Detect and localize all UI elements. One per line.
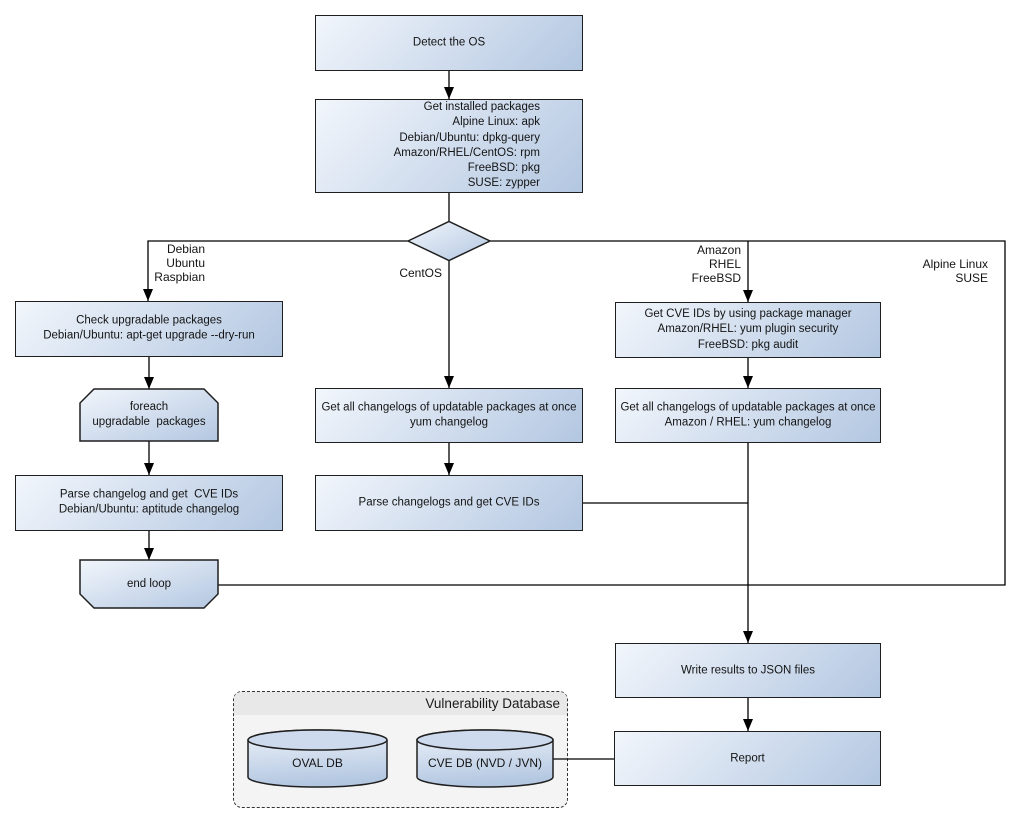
node-get-changelogs-centos-label: Get all changelogs of updatable packages… — [321, 401, 577, 429]
node-write-json-label: Write results to JSON files — [681, 663, 815, 676]
node-get-changelogs-centos: Get all changelogs of updatable packages… — [315, 388, 583, 443]
node-parse-changelog-debian-label: Parse changelog and get CVE IDs Debian/U… — [58, 488, 240, 516]
node-get-installed-packages-label: Get installed packages Alpine Linux: apk… — [393, 101, 540, 190]
node-get-installed-packages: Get installed packages Alpine Linux: apk… — [315, 99, 583, 193]
node-get-cve-ids-pkg-mgr: Get CVE IDs by using package manager Ama… — [615, 302, 881, 358]
branch-label-amazon: Amazon RHEL FreeBSD — [691, 243, 741, 285]
node-check-upgradable: Check upgradable packages Debian/Ubuntu:… — [15, 301, 283, 357]
node-get-cve-ids-pkg-mgr-label: Get CVE IDs by using package manager Ama… — [644, 308, 852, 351]
node-detect-os: Detect the OS — [315, 15, 583, 71]
os-decision-diamond — [406, 220, 492, 262]
cve-db-label: CVE DB (NVD / JVN) — [427, 755, 542, 770]
branch-label-debian: Debian Ubuntu Raspbian — [154, 242, 205, 284]
branch-label-centos: CentOS — [399, 266, 442, 280]
node-write-json: Write results to JSON files — [615, 643, 881, 698]
node-get-changelogs-amazon: Get all changelogs of updatable packages… — [615, 388, 881, 443]
node-report-label: Report — [730, 751, 765, 764]
oval-db-cylinder-rim — [247, 729, 388, 751]
vulnerability-database-title: Vulnerability Database — [425, 696, 560, 711]
node-parse-changelogs-centos: Parse changelogs and get CVE IDs — [315, 475, 583, 531]
branch-label-alpine: Alpine Linux SUSE — [922, 257, 988, 285]
end-loop-shape — [79, 559, 219, 609]
node-detect-os-label: Detect the OS — [412, 36, 486, 49]
foreach-loop-shape — [79, 388, 219, 442]
node-report: Report — [614, 731, 881, 786]
node-parse-changelogs-centos-label: Parse changelogs and get CVE IDs — [358, 496, 540, 509]
node-check-upgradable-label: Check upgradable packages Debian/Ubuntu:… — [43, 314, 255, 342]
end-loop-label: end loop — [126, 577, 172, 590]
node-get-changelogs-amazon-label: Get all changelogs of updatable packages… — [620, 401, 876, 429]
vulnerability-database-header: Vulnerability Database — [234, 692, 567, 715]
node-parse-changelog-debian: Parse changelog and get CVE IDs Debian/U… — [15, 475, 283, 531]
connector-branch-debian — [143, 240, 408, 301]
oval-db-label: OVAL DB — [292, 755, 343, 770]
foreach-loop-label: foreach upgradable packages — [92, 401, 206, 428]
cve-db-cylinder-rim — [416, 729, 554, 751]
